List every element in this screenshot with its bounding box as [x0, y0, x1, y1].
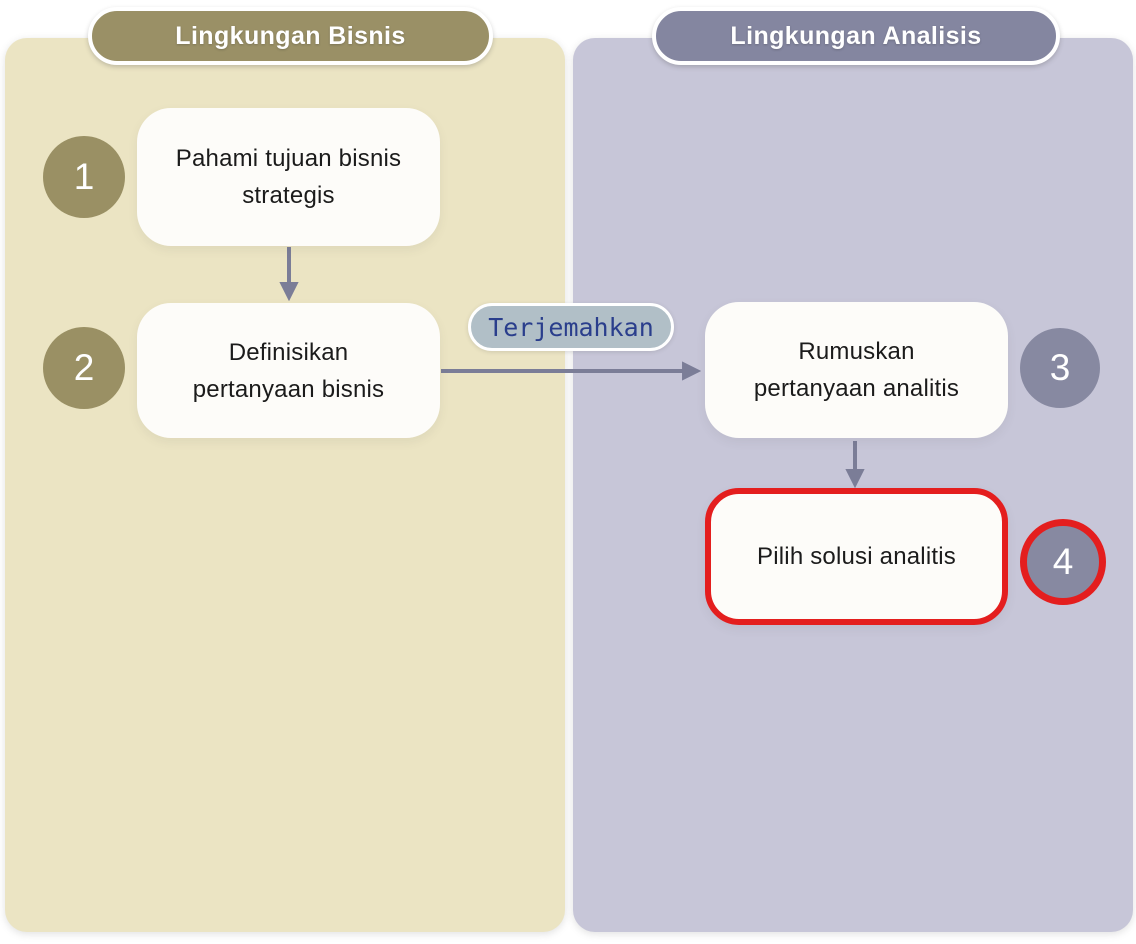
header-business-environment: Lingkungan Bisnis	[88, 7, 493, 65]
edge-label-text: Terjemahkan	[488, 312, 654, 342]
step-number-badge-3: 3	[1020, 328, 1100, 408]
node-pahami-tujuan-bisnis: Pahami tujuan bisnis strategis	[137, 108, 440, 246]
step-number-3: 3	[1049, 347, 1071, 388]
node-pilih-solusi-analitis-highlighted: Pilih solusi analitis	[705, 488, 1008, 625]
node-definisikan-pertanyaan-bisnis: Definisikan pertanyaan bisnis	[137, 303, 440, 438]
node-rumuskan-pertanyaan-analitis: Rumuskan pertanyaan analitis	[705, 302, 1008, 438]
node-label-2: Definisikan pertanyaan bisnis	[192, 338, 385, 403]
step-number-badge-4-highlighted: 4	[1020, 519, 1106, 605]
panel-analysis-environment	[573, 38, 1133, 932]
step-number-1: 1	[73, 156, 95, 197]
header-analysis-label: Lingkungan Analisis	[730, 21, 982, 50]
step-number-badge-1: 1	[43, 136, 125, 218]
edge-label-terjemahkan: Terjemahkan	[468, 303, 674, 351]
node-label-1: Pahami tujuan bisnis strategis	[175, 145, 402, 209]
node-label-3: Rumuskan pertanyaan analitis	[753, 338, 960, 402]
step-number-2: 2	[73, 347, 95, 388]
header-business-label: Lingkungan Bisnis	[175, 21, 406, 50]
step-number-badge-2: 2	[43, 327, 125, 409]
step-number-4: 4	[1052, 541, 1074, 582]
node-label-4: Pilih solusi analitis	[757, 543, 956, 570]
header-analysis-environment: Lingkungan Analisis	[652, 7, 1060, 65]
